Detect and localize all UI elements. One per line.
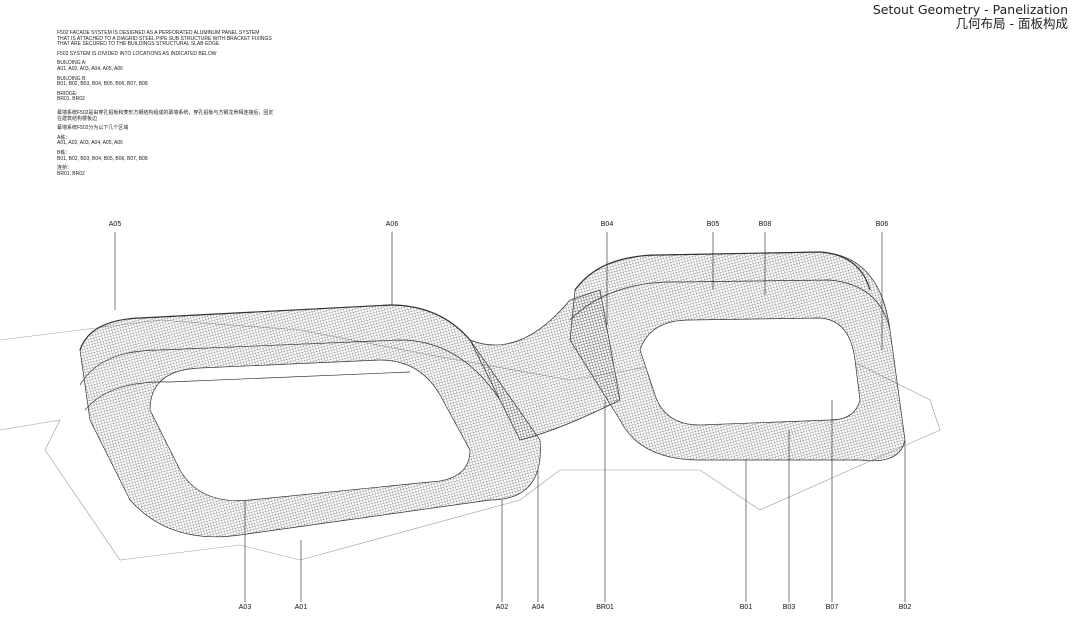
note-line: THAT ARE SECURED TO THE BUILDINGS STRUCT… — [57, 41, 220, 48]
location-label: B05 — [706, 221, 720, 228]
note-line: THAT IS ATTACHED TO A DIAGRID STEEL PIPE… — [57, 35, 272, 42]
building-b-facade — [569, 251, 906, 462]
note-line: F502 FACADE SYSTEM IS DESIGNED AS A PERF… — [57, 30, 260, 36]
note-line: B栋： — [57, 149, 71, 156]
building-a-facade — [79, 304, 541, 538]
location-label: B04 — [600, 221, 614, 228]
note-line: A01, A02, A03, A04, A05, A06 — [57, 140, 123, 147]
drawing-title: Setout Geometry - Panelization 几何布局 - 面板… — [873, 3, 1068, 31]
note-line: BR01, BR02 — [57, 170, 85, 177]
note-line: B01, B02, B03, B04, B05, B06, B07, B08 — [57, 155, 148, 162]
location-label: A01 — [294, 604, 308, 611]
location-label: B02 — [898, 604, 912, 611]
location-label: B07 — [825, 604, 839, 611]
note-line: B01, B02, B03, B04, B05, B06, B07, B08 — [57, 81, 148, 88]
note-line: BRIDGE: — [57, 90, 78, 97]
note-line: BUILDING B: — [57, 75, 87, 82]
note-line: A01, A02, A03, A04, A05, A06 — [57, 65, 123, 72]
location-label: B06 — [875, 221, 889, 228]
location-label: B01 — [739, 604, 753, 611]
location-label: A02 — [495, 604, 509, 611]
location-label: B03 — [782, 604, 796, 611]
note-line: A栋： — [57, 134, 71, 141]
location-label: A04 — [531, 604, 545, 611]
location-label: A06 — [385, 221, 399, 228]
note-line: 幕墙系统F502分为以下几个区域 — [57, 125, 129, 132]
location-label: BR01 — [596, 604, 614, 611]
note-line: 幕墙系统F502是由穿孔铝板和菱形方钢结构组成的幕墙系统，穿孔铝板与方钢龙骨相连… — [57, 109, 274, 116]
title-en: Setout Geometry - Panelization — [872, 2, 1068, 17]
facade-notes: F502 FACADE SYSTEM IS DESIGNED AS A PERF… — [57, 30, 297, 181]
note-line: BUILDING A: — [57, 60, 87, 67]
note-line: 在建筑结构楼板边 — [57, 115, 98, 122]
title-cn: 几何布局 - 面板构成 — [955, 16, 1068, 31]
location-label: B08 — [758, 221, 772, 228]
note-line: F502 SYSTEM IS DIVIDED INTO LOCATIONS AS… — [57, 50, 217, 57]
location-label: A05 — [108, 221, 122, 228]
note-line: BR01, BR02 — [57, 96, 85, 103]
leader-lines — [114, 232, 906, 602]
location-label: A03 — [238, 604, 252, 611]
note-line: 连桥： — [57, 165, 73, 172]
